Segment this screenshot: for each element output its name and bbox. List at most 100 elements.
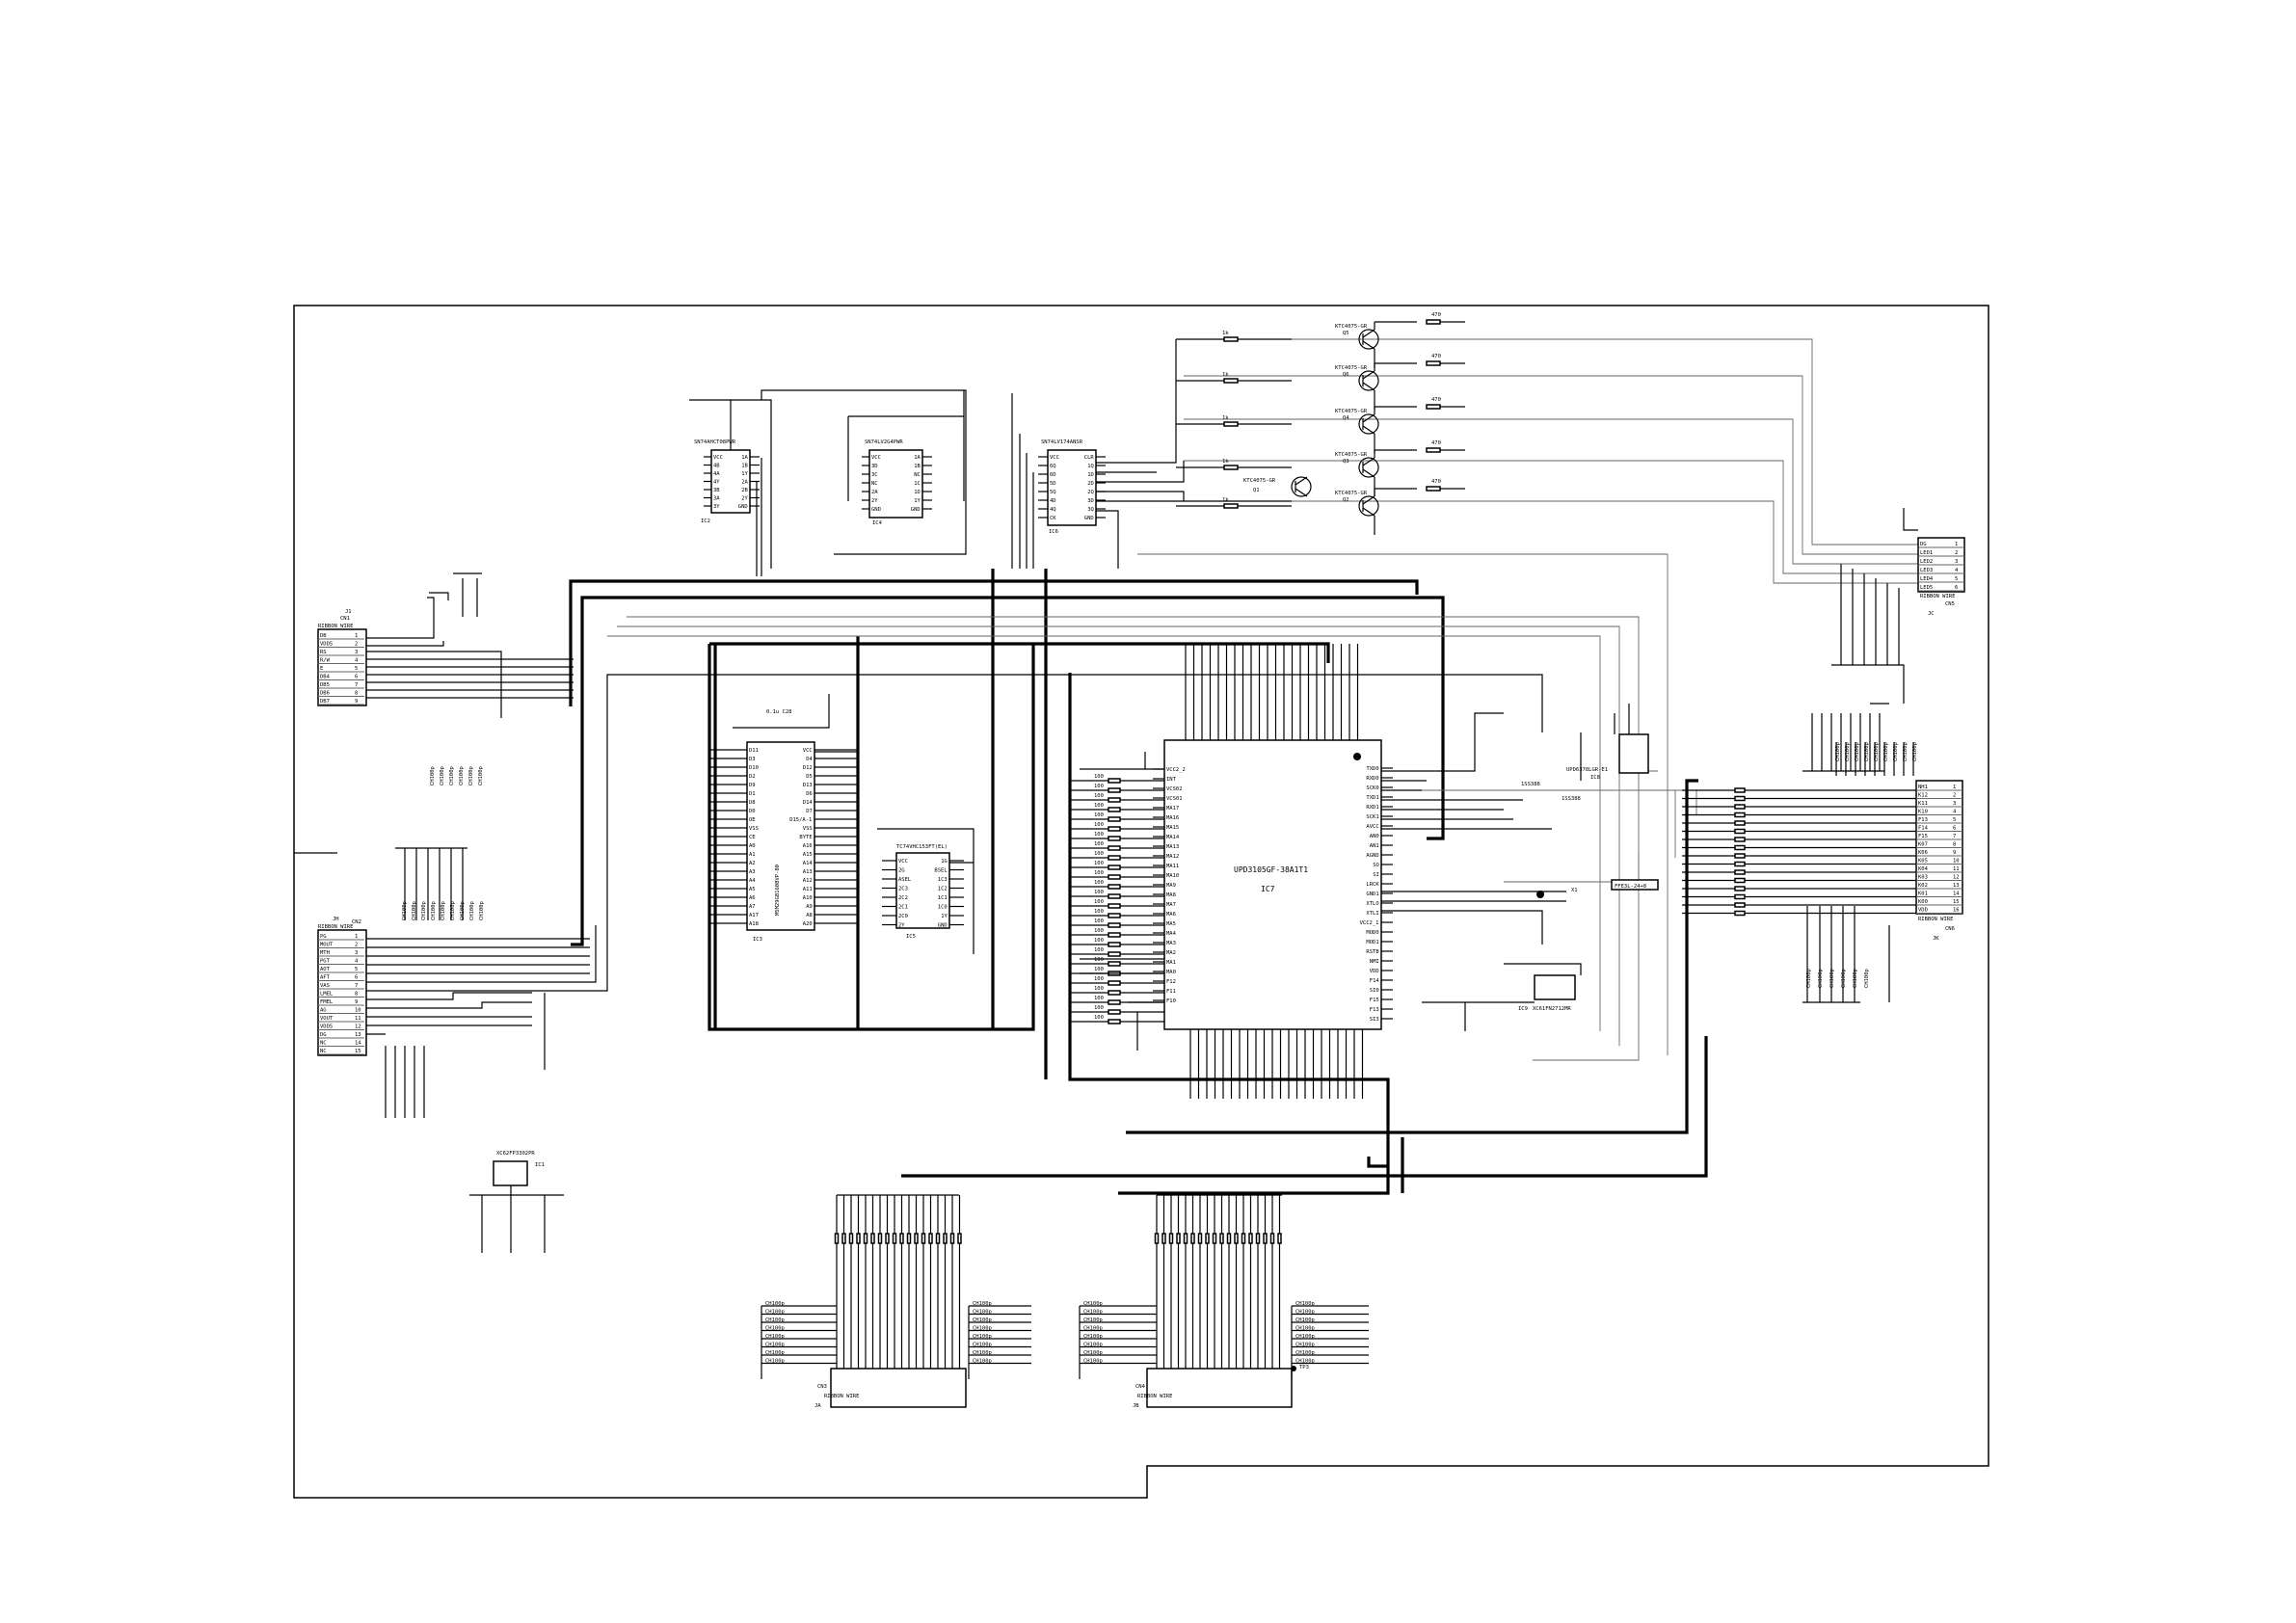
capacitor-label: CH100p [973, 1317, 992, 1323]
pin-label: 1A [741, 455, 748, 461]
pin-label: 4D [1050, 498, 1056, 504]
pin-label: MA1 [1166, 960, 1176, 966]
pin-label: D2 [749, 774, 756, 780]
ic1-regulator: XC62FP3302PR IC1 [469, 1151, 564, 1253]
pin-label: A5 [749, 887, 756, 892]
pin-label: 5D [1050, 481, 1056, 487]
pin-label: MA6 [1166, 912, 1176, 918]
pin-number: 2 [1953, 793, 1956, 799]
pin-label: MA17 [1166, 806, 1179, 812]
resistor-value: 100 [1094, 812, 1104, 818]
connector-pin: E [320, 666, 323, 672]
connector-pin: PG [320, 934, 327, 940]
connector-pin: K10 [1918, 810, 1928, 815]
capacitor-label: CH100p [1083, 1350, 1103, 1356]
pin-label: 3A [713, 496, 720, 502]
pin-label: MA4 [1166, 931, 1177, 937]
pin-label: NMI [1370, 959, 1379, 965]
pin-label: A13 [803, 869, 813, 875]
capacitor-label: CH100p [973, 1359, 992, 1365]
transistor-ref: Q4 [1343, 415, 1349, 421]
pin-label: 1C [914, 481, 921, 487]
crystal-and-reset: FFE3L-24+8 X1 XC61FN2712MR IC9 [1381, 879, 1659, 1031]
capacitor-label: CH100p [765, 1326, 785, 1332]
pin-label: D0 [749, 809, 756, 814]
pin-label: F10 [1166, 998, 1176, 1004]
pin-number: 7 [1953, 834, 1956, 839]
ic4-part: SN74LV2G4PWR [865, 439, 903, 445]
capacitor-label: CH100p [765, 1343, 785, 1348]
ic2-ref: IC2 [701, 519, 710, 524]
connector-pin: F13 [1918, 817, 1928, 823]
pin-number: 2 [1955, 550, 1958, 556]
resistor-value: 100 [1094, 928, 1104, 934]
capacitor-label: CH100p [765, 1334, 785, 1340]
connector-pin: NC [320, 1049, 327, 1054]
pin-label: GND [911, 507, 921, 513]
pin-number: 16 [1953, 908, 1960, 914]
pin-label: MA16 [1166, 815, 1179, 821]
pin-label: D13 [803, 783, 813, 788]
pin-label: MOD1 [1366, 940, 1378, 945]
transistor-ref: Q6 [1343, 372, 1349, 378]
pin-number: 4 [355, 959, 359, 965]
pin-number: 14 [355, 1041, 361, 1047]
capacitor-label: CH100p [765, 1317, 785, 1323]
transistor-ref: Q2 [1343, 497, 1349, 503]
capacitor-label: CH100p [1083, 1326, 1103, 1332]
pin-label: MA13 [1166, 844, 1179, 850]
cn3-type: RIBBON WIRE [824, 1394, 859, 1399]
ic7-mcu: UPD3105GF-38A1T1 IC7 VCC2_2INTVCS02VCS01… [1070, 644, 1393, 1099]
pin-label: 6Q [1050, 464, 1056, 469]
connector-pin: K11 [1918, 801, 1928, 807]
pin-label: A10 [803, 895, 813, 901]
connector-pin: DG [1920, 542, 1927, 547]
pin-label: 1C2 [938, 887, 948, 892]
pin-label: D9 [749, 783, 756, 788]
bottom-cap-ladders: CH100pCH100pCH100pCH100pCH100pCH100pCH10… [402, 742, 1918, 1379]
pin-label: D4 [806, 757, 813, 762]
pin-number: 8 [355, 691, 358, 697]
ic7-part: UPD3105GF-38A1T1 [1234, 865, 1308, 874]
ic1-part: XC62FP3302PR [496, 1151, 535, 1157]
pin-number: 2 [355, 642, 358, 648]
capacitor-label: CH100p [1295, 1334, 1315, 1340]
pin-label: AVCC [1366, 824, 1378, 830]
pin-label: MOD0 [1366, 930, 1378, 936]
ic7-left-pins: VCC2_2INTVCS02VCS01MA17MA16MA15MA14MA13M… [1153, 767, 1186, 1004]
pin-number: 9 [355, 999, 358, 1005]
resistor-value: 1k [1222, 497, 1229, 503]
connector-pin: LED4 [1920, 576, 1934, 582]
capacitor-label: CH100p [1083, 1359, 1103, 1365]
connector-pin: VOUT [320, 1016, 334, 1022]
connector-pin: K02 [1918, 883, 1928, 889]
pin-number: 5 [355, 666, 358, 672]
resistor-value: 100 [1094, 803, 1104, 809]
pin-number: 4 [355, 658, 359, 664]
capacitor-label: CH100p [402, 901, 408, 920]
pin-number: 4 [1953, 810, 1957, 815]
pin-label: 2C1 [898, 905, 908, 911]
pin-number: 1 [355, 934, 358, 940]
cn4-ref: CN4 [1135, 1384, 1146, 1390]
cn3-ref: CN3 [817, 1384, 827, 1390]
pin-number: 5 [1953, 817, 1956, 823]
capacitor-label: CH100p [1295, 1359, 1315, 1365]
pin-label: D7 [806, 809, 813, 814]
pin-label: F15 [1370, 998, 1379, 1003]
pin-label: MA15 [1166, 825, 1179, 831]
pin-label: NC [914, 472, 921, 478]
cn2-type: RIBBON WIRE [318, 924, 353, 930]
pin-label: A1 [749, 852, 756, 858]
capacitor-label: CH100p [1903, 742, 1909, 761]
capacitor-label: CH100p [1083, 1310, 1103, 1316]
pin-label: A0 [749, 843, 756, 849]
tp3-label: TP3 [1299, 1365, 1309, 1370]
pin-number: 10 [355, 1008, 361, 1014]
connector-pin: DB5 [320, 682, 330, 688]
cn2-name: JH [333, 917, 339, 922]
